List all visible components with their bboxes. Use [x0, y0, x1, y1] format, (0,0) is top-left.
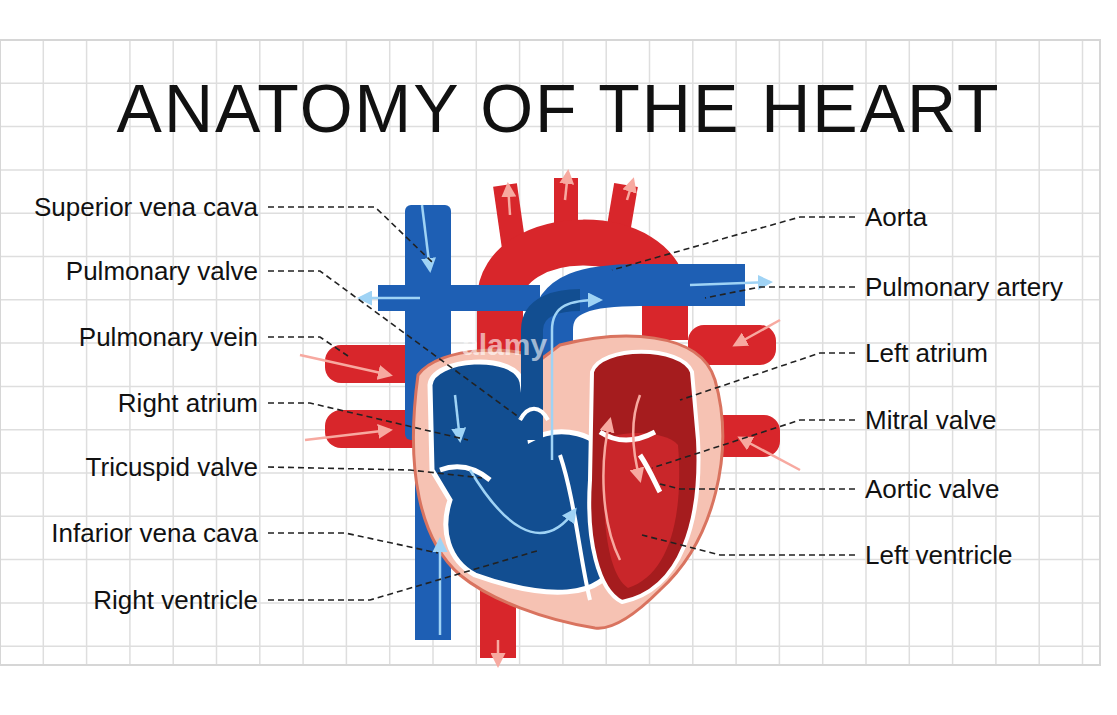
- heart-illustration-part: [497, 640, 500, 665]
- heart-illustration-part: [612, 217, 855, 270]
- grid-paper: [0, 40, 1100, 665]
- heart-illustration-part: [268, 467, 482, 478]
- grid-line: [86, 40, 88, 665]
- grid-line: [0, 645, 1100, 647]
- watermark: alamy: [462, 328, 547, 362]
- heart-illustration-part: [305, 430, 390, 440]
- heart-illustration-part: [360, 297, 420, 300]
- heart-illustration-part: [508, 185, 510, 215]
- heart-illustration-part: [652, 420, 855, 468]
- heart-illustration-part: [565, 172, 568, 200]
- leader-lines: [268, 207, 855, 600]
- heart-illustration-part: [268, 207, 432, 262]
- heart-illustration-part: [603, 420, 620, 560]
- grid-line: [43, 40, 45, 665]
- heart-illustration-part: [268, 403, 468, 440]
- grid-line: [1038, 40, 1040, 665]
- heart-illustration-part: [439, 540, 442, 635]
- part-label: Aorta: [865, 201, 927, 233]
- part-label: Right atrium: [118, 387, 258, 419]
- heart-illustration-part: [735, 320, 780, 345]
- part-label: Superior vena cava: [34, 191, 258, 223]
- heart-illustration-part: [690, 282, 770, 285]
- heart-illustration-part: [268, 337, 348, 356]
- part-label: Pulmonary valve: [66, 255, 258, 287]
- heart-illustration-part: [532, 300, 580, 440]
- flow-arrows: [300, 172, 800, 665]
- heart-illustration-part: [740, 438, 800, 470]
- heart-illustration-part: [642, 535, 855, 555]
- part-label: Left ventricle: [865, 539, 1012, 571]
- heart-illustration-part: [520, 409, 548, 420]
- heart-illustration-part: [705, 287, 855, 298]
- part-label: Infarior vena cava: [51, 517, 258, 549]
- heart-illustration-part: [680, 353, 855, 400]
- grid-line: [0, 169, 1100, 171]
- part-label: Left atrium: [865, 337, 988, 369]
- heart-vessels: [325, 178, 780, 658]
- heart-illustration-part: [633, 395, 640, 480]
- heart-illustration-part: [627, 180, 633, 200]
- heart-illustration-part: [470, 470, 575, 533]
- part-label: Mitral valve: [865, 404, 996, 436]
- heart-body: [413, 300, 722, 628]
- part-label: Pulmonary vein: [79, 321, 258, 353]
- heart-illustration-part: [660, 484, 855, 489]
- heart-illustration-part: [455, 395, 460, 440]
- heart-illustration-part: [600, 432, 660, 492]
- diagram-title: ANATOMY OF THE HEART: [117, 68, 1001, 148]
- heart-illustration-part: [589, 352, 698, 602]
- grid-border: [0, 40, 1100, 665]
- heart-illustration-part: [268, 550, 540, 600]
- heart-illustration-part: [560, 455, 590, 600]
- heart-illustration-part: [552, 300, 600, 460]
- heart-illustration-part: [413, 336, 722, 628]
- part-label: Aortic valve: [865, 473, 999, 505]
- part-label: Tricuspid valve: [86, 451, 258, 483]
- heart-illustration-part: [440, 467, 490, 480]
- part-label: Right ventricle: [93, 584, 258, 616]
- part-label: Pulmonary artery: [865, 271, 1063, 303]
- heart-illustration-part: [300, 355, 390, 375]
- heart-illustration-part: [268, 533, 438, 553]
- grid-line: [1082, 40, 1084, 665]
- heart-illustration-part: [422, 205, 430, 270]
